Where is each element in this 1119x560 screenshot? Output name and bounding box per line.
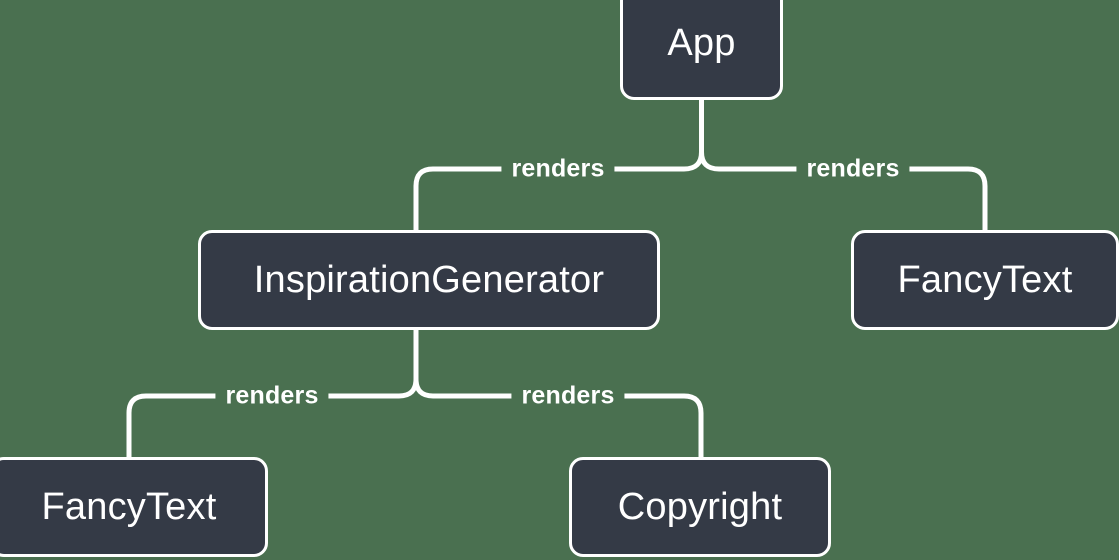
node-app[interactable]: App [620, 0, 783, 100]
node-app-label: App [667, 21, 736, 64]
node-inspiration-generator[interactable]: InspirationGenerator [198, 230, 660, 330]
node-copyright[interactable]: Copyright [569, 457, 831, 557]
node-fancytext-right[interactable]: FancyText [851, 230, 1119, 330]
edge-label-app-to-fancytext-right: renders [796, 156, 910, 182]
node-inspiration-generator-label: InspirationGenerator [253, 258, 605, 301]
node-fancytext-left[interactable]: FancyText [0, 457, 268, 557]
edge-inspiration-to-fancytext-left [126, 378, 419, 457]
edge-app-to-inspiration [413, 151, 704, 230]
node-fancytext-left-label: FancyText [41, 485, 217, 528]
edge-inspiration-to-copyright [413, 378, 704, 457]
edge-app-to-fancytext-right [699, 151, 988, 230]
edge-label-inspiration-to-copyright: renders [511, 383, 625, 409]
node-copyright-label: Copyright [617, 485, 783, 528]
edge-label-inspiration-to-fancytext-left: renders [215, 383, 329, 409]
node-fancytext-right-label: FancyText [897, 258, 1073, 301]
edge-label-app-to-inspiration: renders [501, 156, 615, 182]
